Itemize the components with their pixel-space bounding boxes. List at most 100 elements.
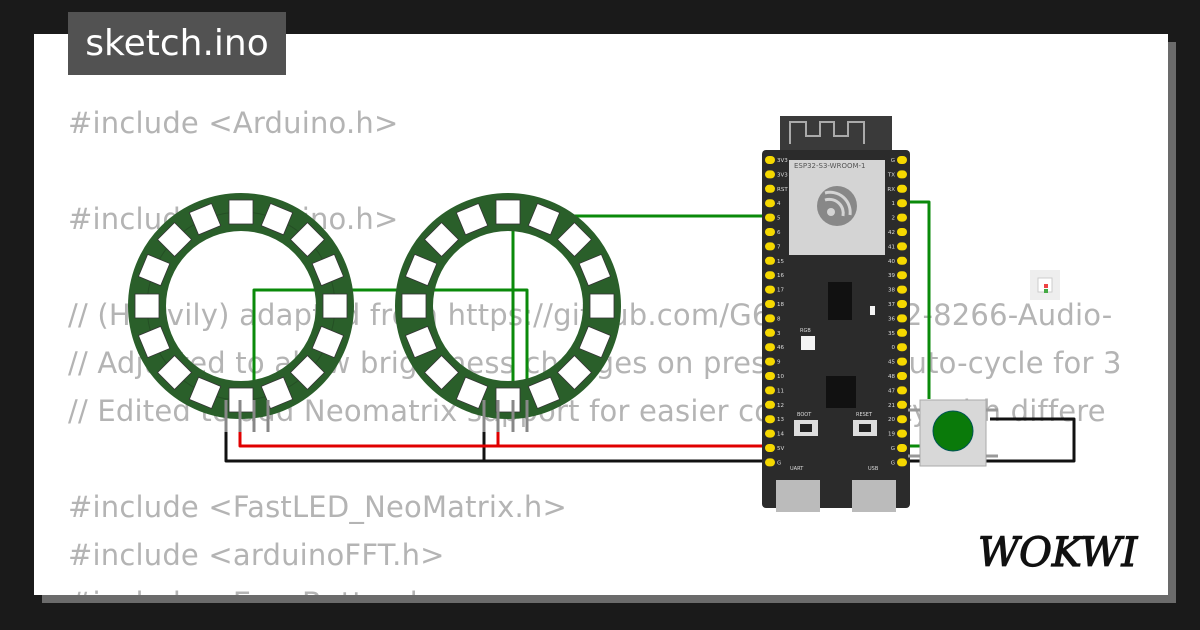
- pin-label: 14: [777, 432, 784, 438]
- pin-label: 46: [777, 345, 784, 351]
- pin-pad[interactable]: [765, 357, 775, 366]
- pin-pad[interactable]: [897, 213, 907, 222]
- pin-pad[interactable]: [765, 400, 775, 409]
- pin-label: 18: [777, 302, 784, 308]
- pin-pad[interactable]: [897, 343, 907, 352]
- pin-pad[interactable]: [897, 170, 907, 179]
- pin-pad[interactable]: [765, 458, 775, 467]
- rgb-led: [801, 336, 815, 350]
- uart-label: UART: [790, 466, 804, 472]
- pin-pad[interactable]: [765, 256, 775, 265]
- pin-label: 39: [888, 273, 895, 279]
- code-line: #include <EasyButton.h>: [68, 586, 453, 595]
- pin-label: 47: [888, 388, 895, 394]
- pin-pad[interactable]: [897, 285, 907, 294]
- pin-pad[interactable]: [897, 314, 907, 323]
- pin-label: 11: [777, 388, 784, 394]
- neopixel-ring-2[interactable]: [395, 193, 621, 419]
- pin-pad[interactable]: [897, 199, 907, 208]
- pin-pad[interactable]: [897, 429, 907, 438]
- pin-pad[interactable]: [765, 242, 775, 251]
- wokwi-logo-icon: WOKWI: [977, 529, 1139, 576]
- pushbutton[interactable]: [908, 399, 998, 467]
- pin-label: G: [891, 460, 895, 466]
- pin-pad[interactable]: [897, 415, 907, 424]
- pin-label: 20: [888, 417, 895, 423]
- pin-pad[interactable]: [897, 256, 907, 265]
- pin-pad[interactable]: [897, 458, 907, 467]
- rgb-led-part[interactable]: [1030, 270, 1060, 300]
- pin-pad[interactable]: [765, 156, 775, 164]
- pin-pad[interactable]: [765, 184, 775, 193]
- pin-pad[interactable]: [765, 170, 775, 179]
- pin-pad[interactable]: [765, 314, 775, 323]
- module-label: ESP32-S3-WROOM-1: [794, 162, 865, 170]
- pin-pad[interactable]: [765, 328, 775, 337]
- pin-pad[interactable]: [897, 300, 907, 308]
- pin-label: 48: [888, 374, 895, 380]
- pin-label: 35: [888, 331, 895, 337]
- pin-label: RST: [777, 187, 788, 193]
- pin-pad[interactable]: [897, 156, 907, 164]
- svg-text:WOKWI: WOKWI: [978, 530, 1138, 576]
- pin-label: 42: [888, 230, 895, 236]
- pin-pad[interactable]: [765, 343, 775, 352]
- uart-port: [776, 480, 820, 512]
- pin-pad[interactable]: [765, 213, 775, 222]
- pin-pad[interactable]: [897, 372, 907, 380]
- ring-pixels: [401, 199, 615, 413]
- chip: [828, 282, 852, 320]
- pin-pad[interactable]: [897, 357, 907, 366]
- pin-label: 15: [777, 259, 784, 265]
- pin-pad[interactable]: [897, 400, 907, 409]
- pin-label: 40: [888, 259, 895, 265]
- pin-label: 37: [888, 302, 895, 308]
- pin-label: RX: [887, 187, 895, 193]
- pin-pad[interactable]: [765, 372, 775, 380]
- code-line: #include <FastLED_NeoMatrix.h>: [68, 490, 567, 524]
- pin-label: 7: [777, 244, 781, 250]
- pin-pad[interactable]: [765, 429, 775, 438]
- rgb-label: RGB: [800, 328, 811, 334]
- pin-pad[interactable]: [897, 444, 907, 452]
- pin-pad[interactable]: [897, 184, 907, 193]
- code-line: #include <Arduino.h>: [68, 106, 399, 140]
- wire-black: [224, 417, 1076, 463]
- antenna-trace: [789, 121, 865, 144]
- pin-pad[interactable]: [765, 285, 775, 294]
- pin-pad[interactable]: [897, 328, 907, 337]
- pin-pad[interactable]: [897, 271, 907, 280]
- pin-label: 0: [892, 345, 896, 351]
- boot-label: BOOT: [797, 412, 812, 418]
- espressif-logo-icon: [817, 186, 857, 226]
- pin-label: 38: [888, 288, 895, 294]
- pin-pad[interactable]: [897, 386, 907, 395]
- pin-label: 36: [888, 316, 895, 322]
- pin-pad[interactable]: [897, 242, 907, 251]
- file-tab[interactable]: sketch.ino: [68, 12, 286, 75]
- pin-label: 45: [888, 360, 895, 366]
- pin-label: 1: [892, 201, 896, 207]
- pin-label: 5V: [777, 446, 784, 452]
- wire-red: [238, 429, 774, 448]
- pin-pad[interactable]: [765, 444, 775, 452]
- pin-label: G: [891, 158, 895, 164]
- pin-pad[interactable]: [765, 386, 775, 395]
- pin-pad[interactable]: [765, 300, 775, 308]
- pin-pad[interactable]: [765, 271, 775, 280]
- pin-label: 5: [777, 216, 781, 222]
- pin-pad[interactable]: [897, 228, 907, 236]
- pin-pad[interactable]: [765, 199, 775, 208]
- pin-label: 3V3: [777, 158, 788, 164]
- pin-label: TX: [887, 172, 895, 178]
- pin-label: 4: [777, 201, 781, 207]
- pin-label: 6: [777, 230, 781, 236]
- pin-label: 9: [777, 360, 781, 366]
- pin-pad[interactable]: [765, 228, 775, 236]
- pin-pad[interactable]: [765, 415, 775, 424]
- esp32-s3-board[interactable]: ESP32-S3-WROOM-1 RGB BOOT RESET UART USB…: [762, 116, 910, 512]
- simulation-canvas[interactable]: ESP32-S3-WROOM-1 RGB BOOT RESET UART USB…: [34, 34, 1168, 595]
- neopixel-ring-1[interactable]: [128, 193, 354, 419]
- reset-label: RESET: [856, 412, 873, 418]
